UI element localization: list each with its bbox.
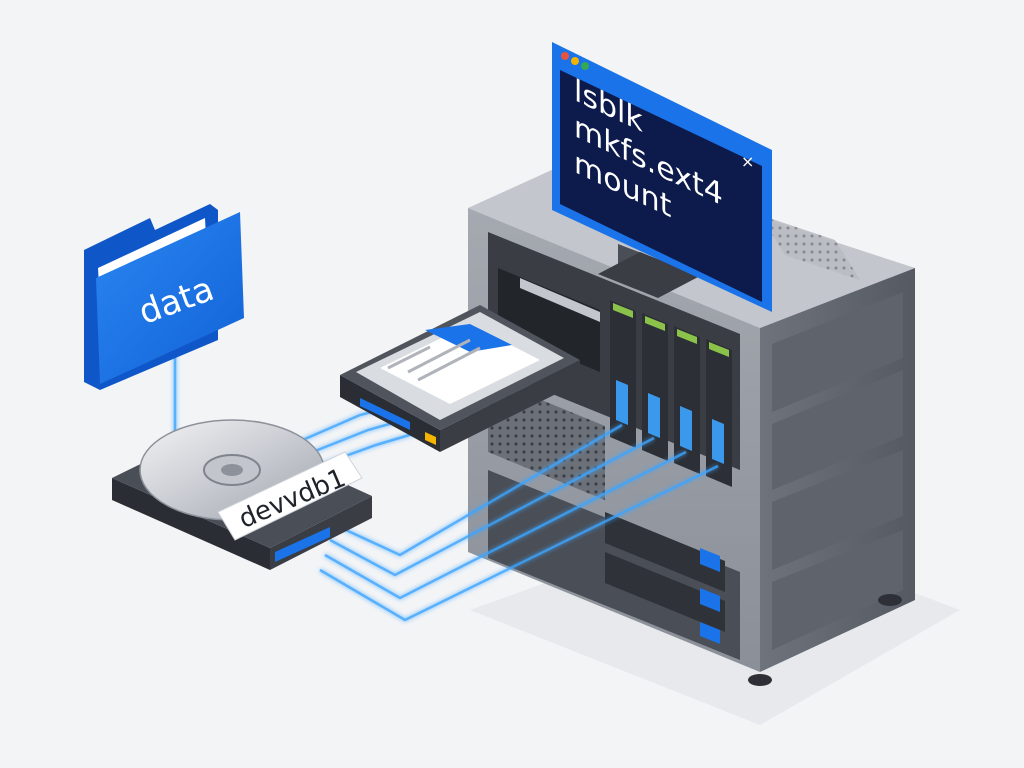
status-led [613, 303, 633, 318]
monitor-icon: × lsblk mkfs.ext4 mount [552, 42, 772, 312]
drive-bays [610, 300, 732, 487]
folder-icon: data [84, 204, 244, 390]
status-led [709, 342, 729, 357]
window-minimize-dot [571, 57, 579, 65]
close-icon: × [741, 152, 754, 171]
window-close-dot [561, 52, 569, 60]
hard-drive-icon [340, 278, 600, 452]
window-maximize-dot [581, 62, 589, 70]
status-led [645, 316, 665, 331]
terminal-window [560, 70, 762, 302]
hard-disk-icon: devvdb1 [112, 419, 372, 570]
status-led [677, 329, 697, 344]
